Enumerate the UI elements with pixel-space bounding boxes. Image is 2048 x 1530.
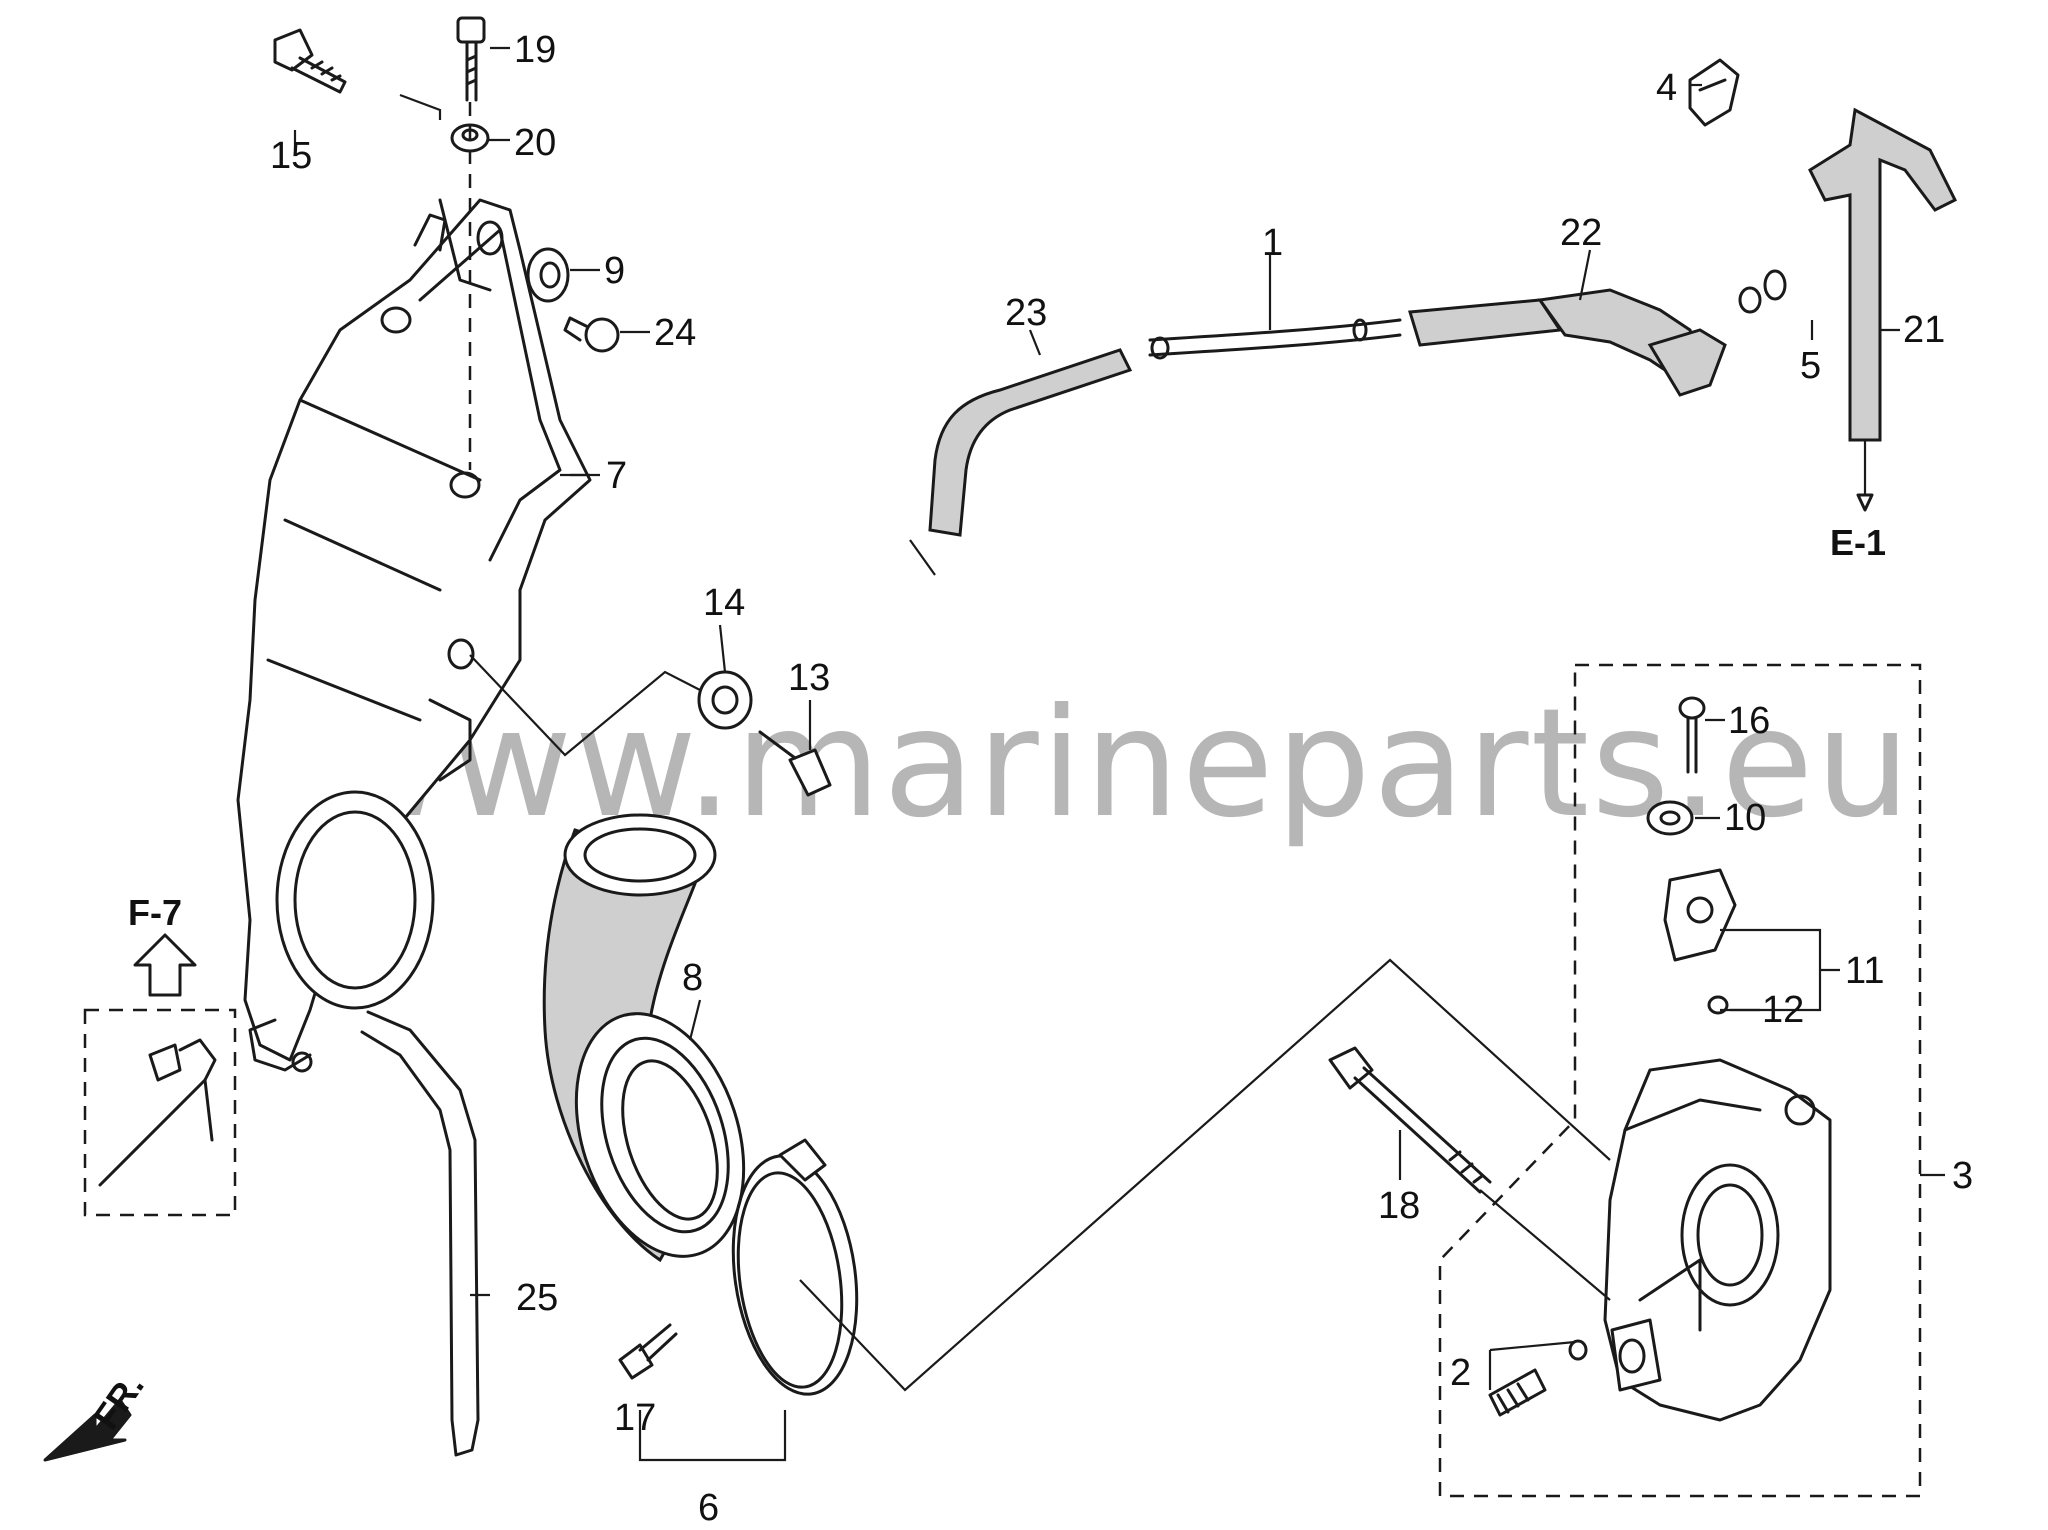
clip-4 — [1688, 58, 1740, 127]
callout-21: 21 — [1903, 309, 1945, 351]
grommet-9 — [526, 247, 570, 303]
callout-12: 12 — [1762, 989, 1804, 1031]
intake-duct — [542, 813, 746, 1263]
callout-22: 22 — [1560, 212, 1602, 254]
callout-17: 17 — [614, 1397, 656, 1439]
intake-chamber — [236, 198, 592, 1073]
callout-20: 20 — [514, 122, 556, 164]
washer-10 — [1646, 800, 1694, 836]
f7-inset-part — [98, 1038, 217, 1187]
callout-9: 9 — [604, 250, 625, 292]
callout-18: 18 — [1378, 1185, 1420, 1227]
callout-14: 14 — [703, 582, 745, 624]
hose-clamp — [731, 1138, 859, 1396]
callout-13: 13 — [788, 657, 830, 699]
collar-24 — [563, 316, 620, 353]
o-ring-12 — [1707, 995, 1729, 1015]
drain-tube — [360, 1010, 480, 1457]
callout-3: 3 — [1952, 1155, 1973, 1197]
hose-22 — [1408, 288, 1727, 397]
screw-16 — [1678, 696, 1706, 774]
screw-17 — [618, 1323, 678, 1380]
screw-19 — [456, 16, 486, 102]
callout-25: 25 — [516, 1277, 558, 1319]
hose-23 — [928, 348, 1133, 537]
reference-f7: F-7 — [128, 892, 182, 933]
idle-screw — [1488, 1339, 1588, 1417]
sensor-11 — [1663, 868, 1737, 962]
throttle-body-group-border — [1438, 663, 1922, 1498]
stud-13 — [758, 730, 832, 797]
reference-e1: E-1 — [1830, 522, 1886, 563]
callout-10: 10 — [1724, 797, 1766, 839]
callout-24: 24 — [654, 312, 696, 354]
f7-inset-border — [83, 1008, 237, 1217]
breather-tube-1 — [1148, 318, 1402, 360]
grommet-14 — [697, 670, 753, 730]
callout-7: 7 — [606, 455, 627, 497]
bolt-15 — [273, 28, 347, 94]
callout-8: 8 — [682, 957, 703, 999]
throttle-body — [1603, 1058, 1832, 1422]
callout-5: 5 — [1800, 345, 1821, 387]
callout-19: 19 — [514, 29, 556, 71]
callout-4: 4 — [1656, 67, 1677, 109]
callout-15: 15 — [270, 135, 312, 177]
callout-16: 16 — [1728, 700, 1770, 742]
clip-5 — [1738, 269, 1787, 314]
callout-1: 1 — [1262, 222, 1283, 264]
callout-23: 23 — [1005, 292, 1047, 334]
callout-2: 2 — [1450, 1352, 1471, 1394]
hose-21 — [1808, 107, 1958, 442]
bolt-18 — [1328, 1046, 1492, 1194]
callout-6: 6 — [698, 1487, 719, 1529]
callout-11: 11 — [1845, 950, 1884, 992]
front-arrow-icon — [43, 1398, 132, 1462]
watermark: www.marineparts.eu — [325, 677, 1913, 851]
up-arrow-icon — [133, 933, 197, 997]
